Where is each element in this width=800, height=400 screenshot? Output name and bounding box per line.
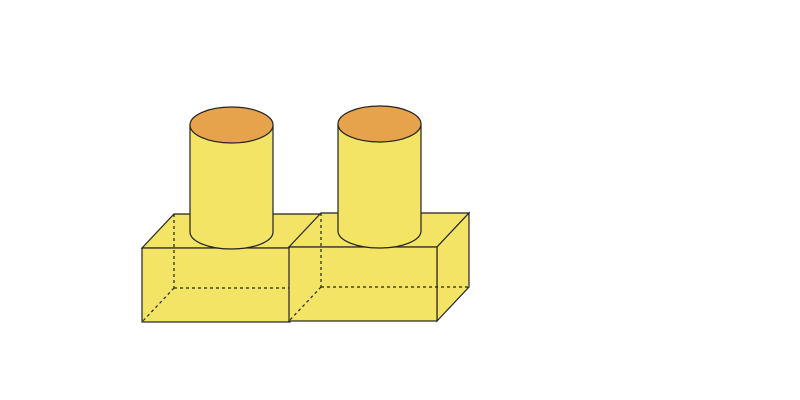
cuboid-left <box>140 213 324 323</box>
cylinder-right-top <box>337 105 422 143</box>
cuboid-right-front-face <box>288 246 438 322</box>
cylinder-right <box>337 105 422 249</box>
cuboid-left-hidden-edges <box>141 214 290 323</box>
cuboid-right <box>287 211 471 323</box>
cylinder-left-top <box>189 106 274 144</box>
cylinder-left <box>189 106 274 250</box>
cuboid-right-hidden-edges <box>288 213 469 322</box>
cylinder-left-body <box>189 124 274 250</box>
cylinder-right-body <box>337 123 422 249</box>
cuboid-left-front-face <box>141 247 291 323</box>
